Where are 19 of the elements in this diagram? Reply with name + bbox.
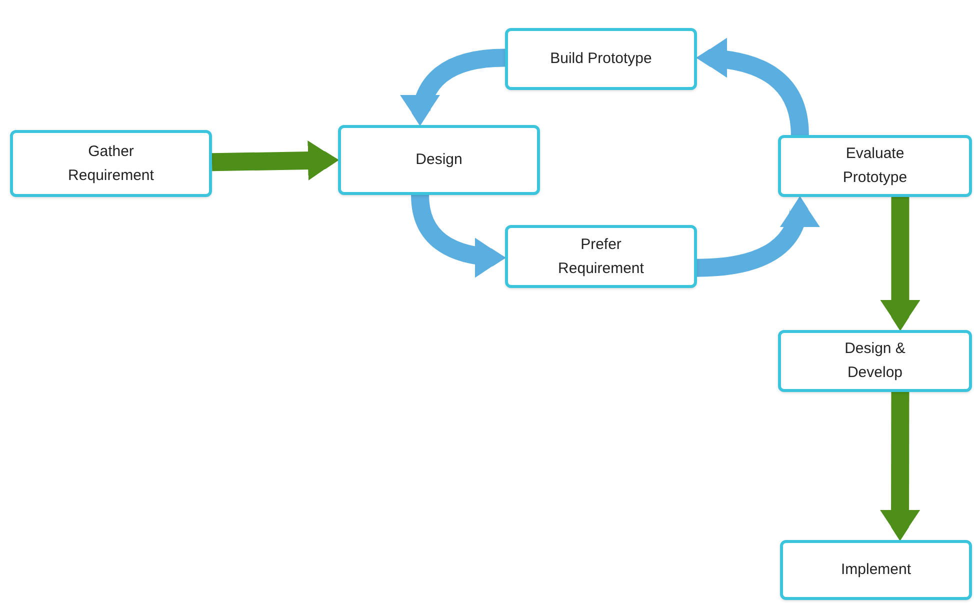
box-label: Implement (840, 560, 912, 580)
process-box (778, 330, 972, 392)
box-label: Design & Develop (844, 339, 906, 383)
arrow (212, 140, 338, 180)
process-box (780, 540, 972, 600)
process-box (778, 135, 972, 197)
box-label: Evaluate Prototype (842, 144, 908, 188)
box-label: Build Prototype (549, 49, 653, 69)
arrow (402, 48, 506, 126)
process-box (505, 28, 697, 90)
arrow (696, 196, 818, 277)
process-box (338, 125, 540, 195)
box-label: Prefer Requirement (557, 234, 645, 278)
box-label: Gather Requirement (67, 142, 155, 186)
box-label: Design (414, 150, 464, 170)
process-box (10, 130, 212, 197)
arrow (880, 392, 920, 540)
arrow (880, 197, 920, 330)
process-box (505, 225, 697, 288)
